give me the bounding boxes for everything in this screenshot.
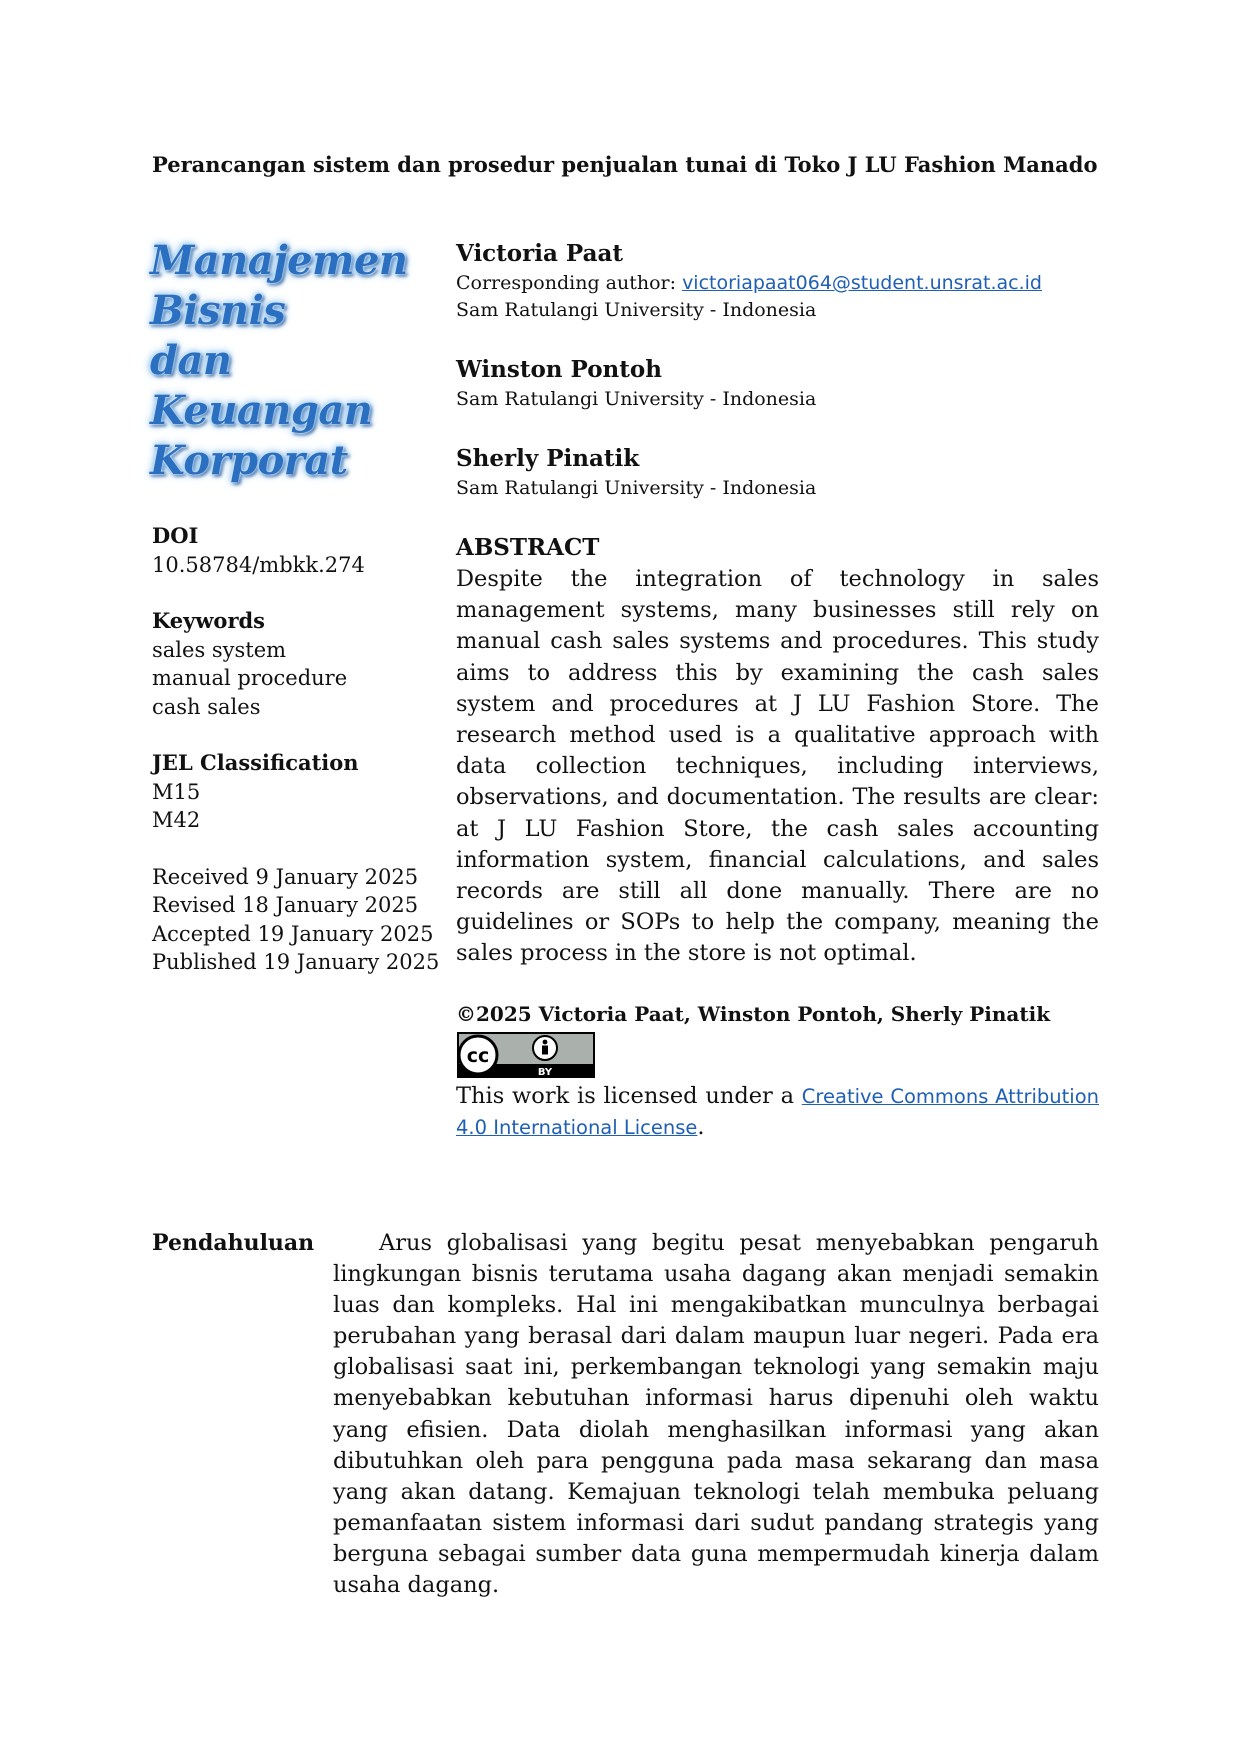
article-metadata: DOI 10.58784/mbkk.274 Keywords sales sys… xyxy=(152,522,442,977)
author-name: Sherly Pinatik xyxy=(456,445,640,472)
license-prefix: This work is licensed under a xyxy=(456,1082,802,1109)
jel-code: M15 xyxy=(152,779,201,804)
author-affiliation: Sam Ratulangi University - Indonesia xyxy=(456,299,817,321)
author-affiliation: Sam Ratulangi University - Indonesia xyxy=(456,477,817,499)
license-statement: This work is licensed under a Creative C… xyxy=(456,1081,1099,1143)
cc-logo-text: cc xyxy=(467,1045,490,1067)
doi-label: DOI xyxy=(152,523,199,548)
license-link[interactable]: Creative Commons Attribution 4.0 Interna… xyxy=(456,1084,1099,1139)
journal-logo: Manajemen Bisnis dan Keuangan Korporat xyxy=(150,236,408,486)
journal-logo-line: Manajemen xyxy=(150,237,408,284)
license-suffix: . xyxy=(697,1113,705,1140)
attribution-person-head xyxy=(542,1039,548,1045)
keyword-item: cash sales xyxy=(152,694,261,719)
copyright-line: ©2025 Victoria Paat, Winston Pontoh, She… xyxy=(456,1001,1051,1026)
date-accepted: Accepted 19 January 2025 xyxy=(152,921,434,946)
jel-label: JEL Classification xyxy=(152,750,359,775)
corresponding-label: Corresponding author: xyxy=(456,272,683,294)
journal-logo-line: Korporat xyxy=(150,437,348,484)
section-heading-introduction: Pendahuluan xyxy=(152,1230,315,1256)
journal-logo-line: Bisnis xyxy=(150,287,286,334)
main-column: Victoria Paat Corresponding author: vict… xyxy=(456,238,1099,1143)
cc-logo-icon xyxy=(457,1034,499,1076)
date-received: Received 9 January 2025 xyxy=(152,864,419,889)
introduction-paragraph: Arus globalisasi yang begitu pesat menye… xyxy=(333,1230,1099,1599)
journal-logo-line: dan xyxy=(150,337,232,384)
jel-code: M42 xyxy=(152,808,201,832)
author-email-link[interactable]: victoriapaat064@student.unsrat.ac.id xyxy=(682,272,1042,294)
author-block: Winston Pontoh Sam Ratulangi University … xyxy=(456,354,1099,413)
date-published: Published 19 January 2025 xyxy=(152,950,440,974)
corresponding-author: Corresponding author: victoriapaat064@st… xyxy=(456,270,1099,297)
journal-logo-line: Keuangan xyxy=(150,387,373,434)
keyword-item: sales system xyxy=(152,637,287,662)
attribution-person-body xyxy=(542,1045,548,1055)
cc-by-license-badge[interactable]: cc BY xyxy=(456,1031,596,1079)
keyword-item: manual procedure xyxy=(152,666,348,690)
cc-by-text: BY xyxy=(538,1067,553,1078)
date-revised: Revised 18 January 2025 xyxy=(152,893,419,917)
author-name: Victoria Paat xyxy=(456,240,624,267)
author-affiliation: Sam Ratulangi University - Indonesia xyxy=(456,388,817,410)
doi-value: 10.58784/mbkk.274 xyxy=(152,552,365,577)
author-name: Winston Pontoh xyxy=(456,356,662,383)
running-title: Perancangan sistem dan prosedur penjuala… xyxy=(152,152,1098,177)
abstract-heading: ABSTRACT xyxy=(456,534,600,561)
abstract-text: Despite the integration of technology in… xyxy=(456,566,1099,967)
keywords-label: Keywords xyxy=(152,608,266,633)
author-block: Sherly Pinatik Sam Ratulangi University … xyxy=(456,443,1099,502)
author-block: Victoria Paat Corresponding author: vict… xyxy=(456,238,1099,324)
